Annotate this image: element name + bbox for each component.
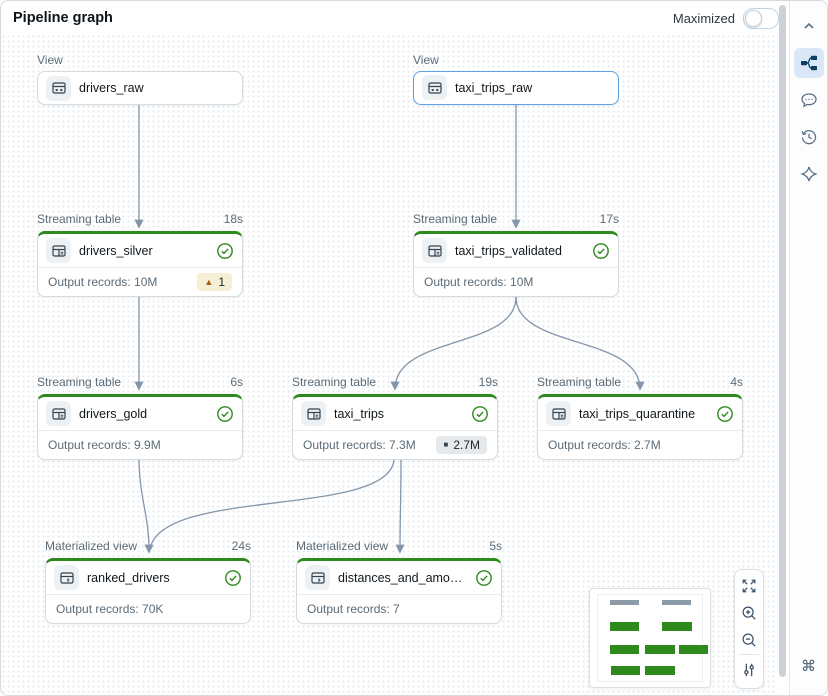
graph-controls	[734, 569, 764, 689]
streaming-table-icon	[546, 401, 571, 426]
controls-divider	[739, 654, 759, 655]
duration: 24s	[231, 539, 251, 553]
node-title: drivers_gold	[79, 406, 148, 421]
output-records: Output records: 10M	[424, 274, 534, 289]
minimap-viewport	[597, 594, 708, 682]
output-records: Output records: 7.3M	[303, 437, 416, 452]
node-title: distances_and_amounts_b...	[338, 570, 467, 585]
output-records: Output records: 9.9M	[48, 437, 161, 452]
page-title: Pipeline graph	[13, 10, 113, 26]
vertical-scrollbar[interactable]	[778, 3, 787, 693]
right-sidebar: ⌘	[789, 1, 827, 695]
metric-badge[interactable]: ■ 2.7M	[436, 435, 487, 454]
node-meta: View	[413, 53, 439, 67]
output-records: Output records: 7	[307, 601, 400, 616]
node-distances_and_amounts[interactable]: distances_and_amounts_b... Output record…	[296, 558, 502, 624]
maximized-label: Maximized	[672, 10, 735, 26]
command-icon: ⌘	[801, 658, 816, 675]
output-records: Output records: 10M	[48, 274, 158, 289]
node-taxi_trips_raw[interactable]: taxi_trips_raw	[413, 71, 619, 105]
collapse-panel-button[interactable]	[794, 11, 824, 41]
success-check-icon	[224, 569, 242, 587]
node-title: taxi_trips_validated	[455, 243, 563, 258]
minimap[interactable]	[589, 588, 711, 688]
scrollbar-thumb[interactable]	[779, 5, 786, 677]
node-title: drivers_silver	[79, 243, 153, 258]
expectation-warning-badge[interactable]: ▲ 1	[197, 272, 232, 291]
success-check-icon	[592, 242, 610, 260]
toggle-knob	[745, 9, 762, 27]
node-ranked_drivers[interactable]: ranked_drivers Output records: 70K	[45, 558, 251, 624]
node-drivers_silver[interactable]: drivers_silver Output records: 10M ▲ 1	[37, 231, 243, 297]
success-check-icon	[471, 405, 489, 423]
shortcuts-button[interactable]: ⌘	[794, 651, 824, 681]
duration: 17s	[599, 212, 619, 226]
materialized-view-icon	[54, 565, 79, 590]
tab-version-history[interactable]	[794, 122, 824, 152]
duration: 18s	[223, 212, 243, 226]
node-drivers_raw[interactable]: drivers_raw	[37, 71, 243, 105]
materialized-view-icon	[305, 565, 330, 590]
output-records: Output records: 2.7M	[548, 437, 661, 452]
comment-icon	[800, 93, 817, 108]
chevron-up-icon	[803, 22, 814, 29]
node-title: drivers_raw	[79, 81, 144, 95]
node-drivers_gold[interactable]: drivers_gold Output records: 9.9M	[37, 394, 243, 460]
tab-pipeline-graph[interactable]	[793, 48, 824, 78]
duration: 19s	[478, 375, 498, 389]
duration: 6s	[230, 375, 243, 389]
node-title: taxi_trips_raw	[455, 80, 533, 95]
zoom-in-button[interactable]	[735, 599, 763, 626]
node-title: ranked_drivers	[87, 570, 170, 585]
node-taxi_trips[interactable]: taxi_trips Output records: 7.3M ■ 2.7M	[292, 394, 498, 460]
warning-triangle-icon: ▲	[204, 276, 214, 287]
streaming-table-icon	[422, 238, 447, 263]
node-taxi_trips_validated[interactable]: taxi_trips_validated Output records: 10M	[413, 231, 619, 297]
maximized-toggle[interactable]	[743, 7, 779, 29]
streaming-table-icon	[46, 238, 71, 263]
node-taxi_trips_quarantine[interactable]: taxi_trips_quarantine Output records: 2.…	[537, 394, 743, 460]
success-check-icon	[216, 405, 234, 423]
tab-assistant[interactable]	[794, 159, 824, 189]
metric-square-icon: ■	[443, 439, 449, 449]
panel-header: Pipeline graph Maximized	[1, 1, 789, 35]
history-icon	[801, 130, 816, 145]
output-records: Output records: 70K	[56, 601, 164, 616]
success-check-icon	[216, 242, 234, 260]
display-settings-button[interactable]	[735, 656, 763, 683]
duration: 4s	[730, 375, 743, 389]
sparkle-icon	[799, 166, 818, 182]
view-icon	[46, 75, 71, 101]
view-icon	[422, 75, 447, 100]
tab-comments[interactable]	[794, 85, 824, 115]
streaming-table-icon	[46, 401, 71, 426]
streaming-table-icon	[301, 401, 326, 426]
success-check-icon	[716, 405, 734, 423]
fit-to-screen-button[interactable]	[735, 572, 763, 599]
pipeline-graph-icon	[800, 55, 817, 71]
node-title: taxi_trips_quarantine	[579, 406, 696, 421]
duration: 5s	[489, 539, 502, 553]
node-title: taxi_trips	[334, 406, 385, 421]
node-meta: View	[37, 53, 63, 67]
zoom-out-button[interactable]	[735, 626, 763, 653]
success-check-icon	[475, 569, 493, 587]
